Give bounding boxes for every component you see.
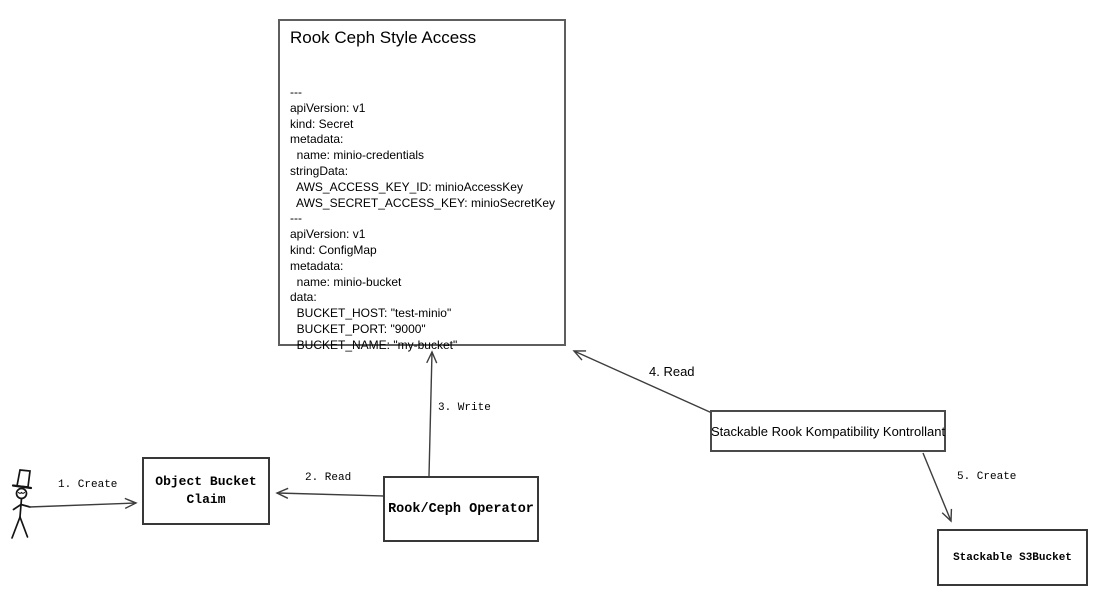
edge-label-3-write: 3. Write [438, 402, 491, 414]
edge-label-4-read: 4. Read [649, 364, 695, 379]
node-label: Rook/Ceph Operator [388, 501, 534, 517]
yaml-line: metadata: [290, 132, 344, 147]
yaml-line: stringData: [290, 163, 349, 178]
arrow-1-create [28, 497, 138, 510]
node-label: Stackable Rook Kompatibility Kontrollant [710, 423, 946, 439]
arrow-2-read [275, 487, 384, 499]
top-hat-icon [15, 469, 31, 488]
node-label: Object Bucket Claim [155, 474, 257, 507]
node-stackable-s3bucket: Stackable S3Bucket [937, 529, 1088, 586]
yaml-line: data: [290, 290, 317, 305]
actor-body [19, 497, 23, 518]
node-object-bucket-claim: Object Bucket Claim [142, 457, 270, 525]
spec-box-title: Rook Ceph Style Access [290, 28, 477, 47]
node-stackable-rook-kompatibility-kontrollant: Stackable Rook Kompatibility Kontrollant [710, 410, 946, 452]
yaml-manifest: --- apiVersion: v1 kind: Secret metadata… [290, 85, 555, 354]
actor-right-leg [19, 516, 29, 538]
yaml-line: BUCKET_NAME: "my-bucket" [290, 337, 458, 352]
node-rook-ceph-style-access: Rook Ceph Style Access --- apiVersion: v… [278, 19, 566, 352]
node-rook-ceph-operator: Rook/Ceph Operator [383, 476, 539, 542]
yaml-line: --- [290, 85, 302, 99]
yaml-line: kind: Secret [290, 116, 354, 131]
stick-figure-actor [11, 469, 33, 539]
yaml-line: apiVersion: v1 [290, 227, 366, 242]
yaml-line: apiVersion: v1 [290, 100, 366, 115]
yaml-line: AWS_ACCESS_KEY_ID: minioAccessKey [290, 179, 523, 194]
yaml-line: kind: ConfigMap [290, 242, 377, 257]
edge-label-2-read: 2. Read [305, 472, 352, 484]
yaml-line: name: minio-bucket [290, 274, 402, 289]
yaml-line: name: minio-credentials [290, 148, 425, 163]
node-label: Stackable S3Bucket [953, 551, 1072, 564]
actor-left-leg [11, 516, 21, 539]
actor-left-arm [12, 503, 22, 511]
actor-head [15, 487, 28, 500]
yaml-line: AWS_SECRET_ACCESS_KEY: minioSecretKey [290, 195, 555, 210]
yaml-line: metadata: [290, 258, 344, 273]
top-hat-brim [11, 484, 33, 490]
actor-eyes [17, 491, 26, 494]
yaml-line: BUCKET_HOST: "test-minio" [290, 306, 452, 321]
arrow-3-write [426, 350, 438, 477]
arrow-5-create [922, 452, 953, 523]
yaml-line: --- [290, 211, 302, 226]
actor-right-arm [20, 503, 31, 508]
edge-label-5-create: 5. Create [957, 471, 1017, 483]
yaml-line: BUCKET_PORT: "9000" [290, 321, 426, 336]
edge-label-1-create: 1. Create [58, 479, 118, 491]
arrow-4-read [572, 350, 713, 414]
